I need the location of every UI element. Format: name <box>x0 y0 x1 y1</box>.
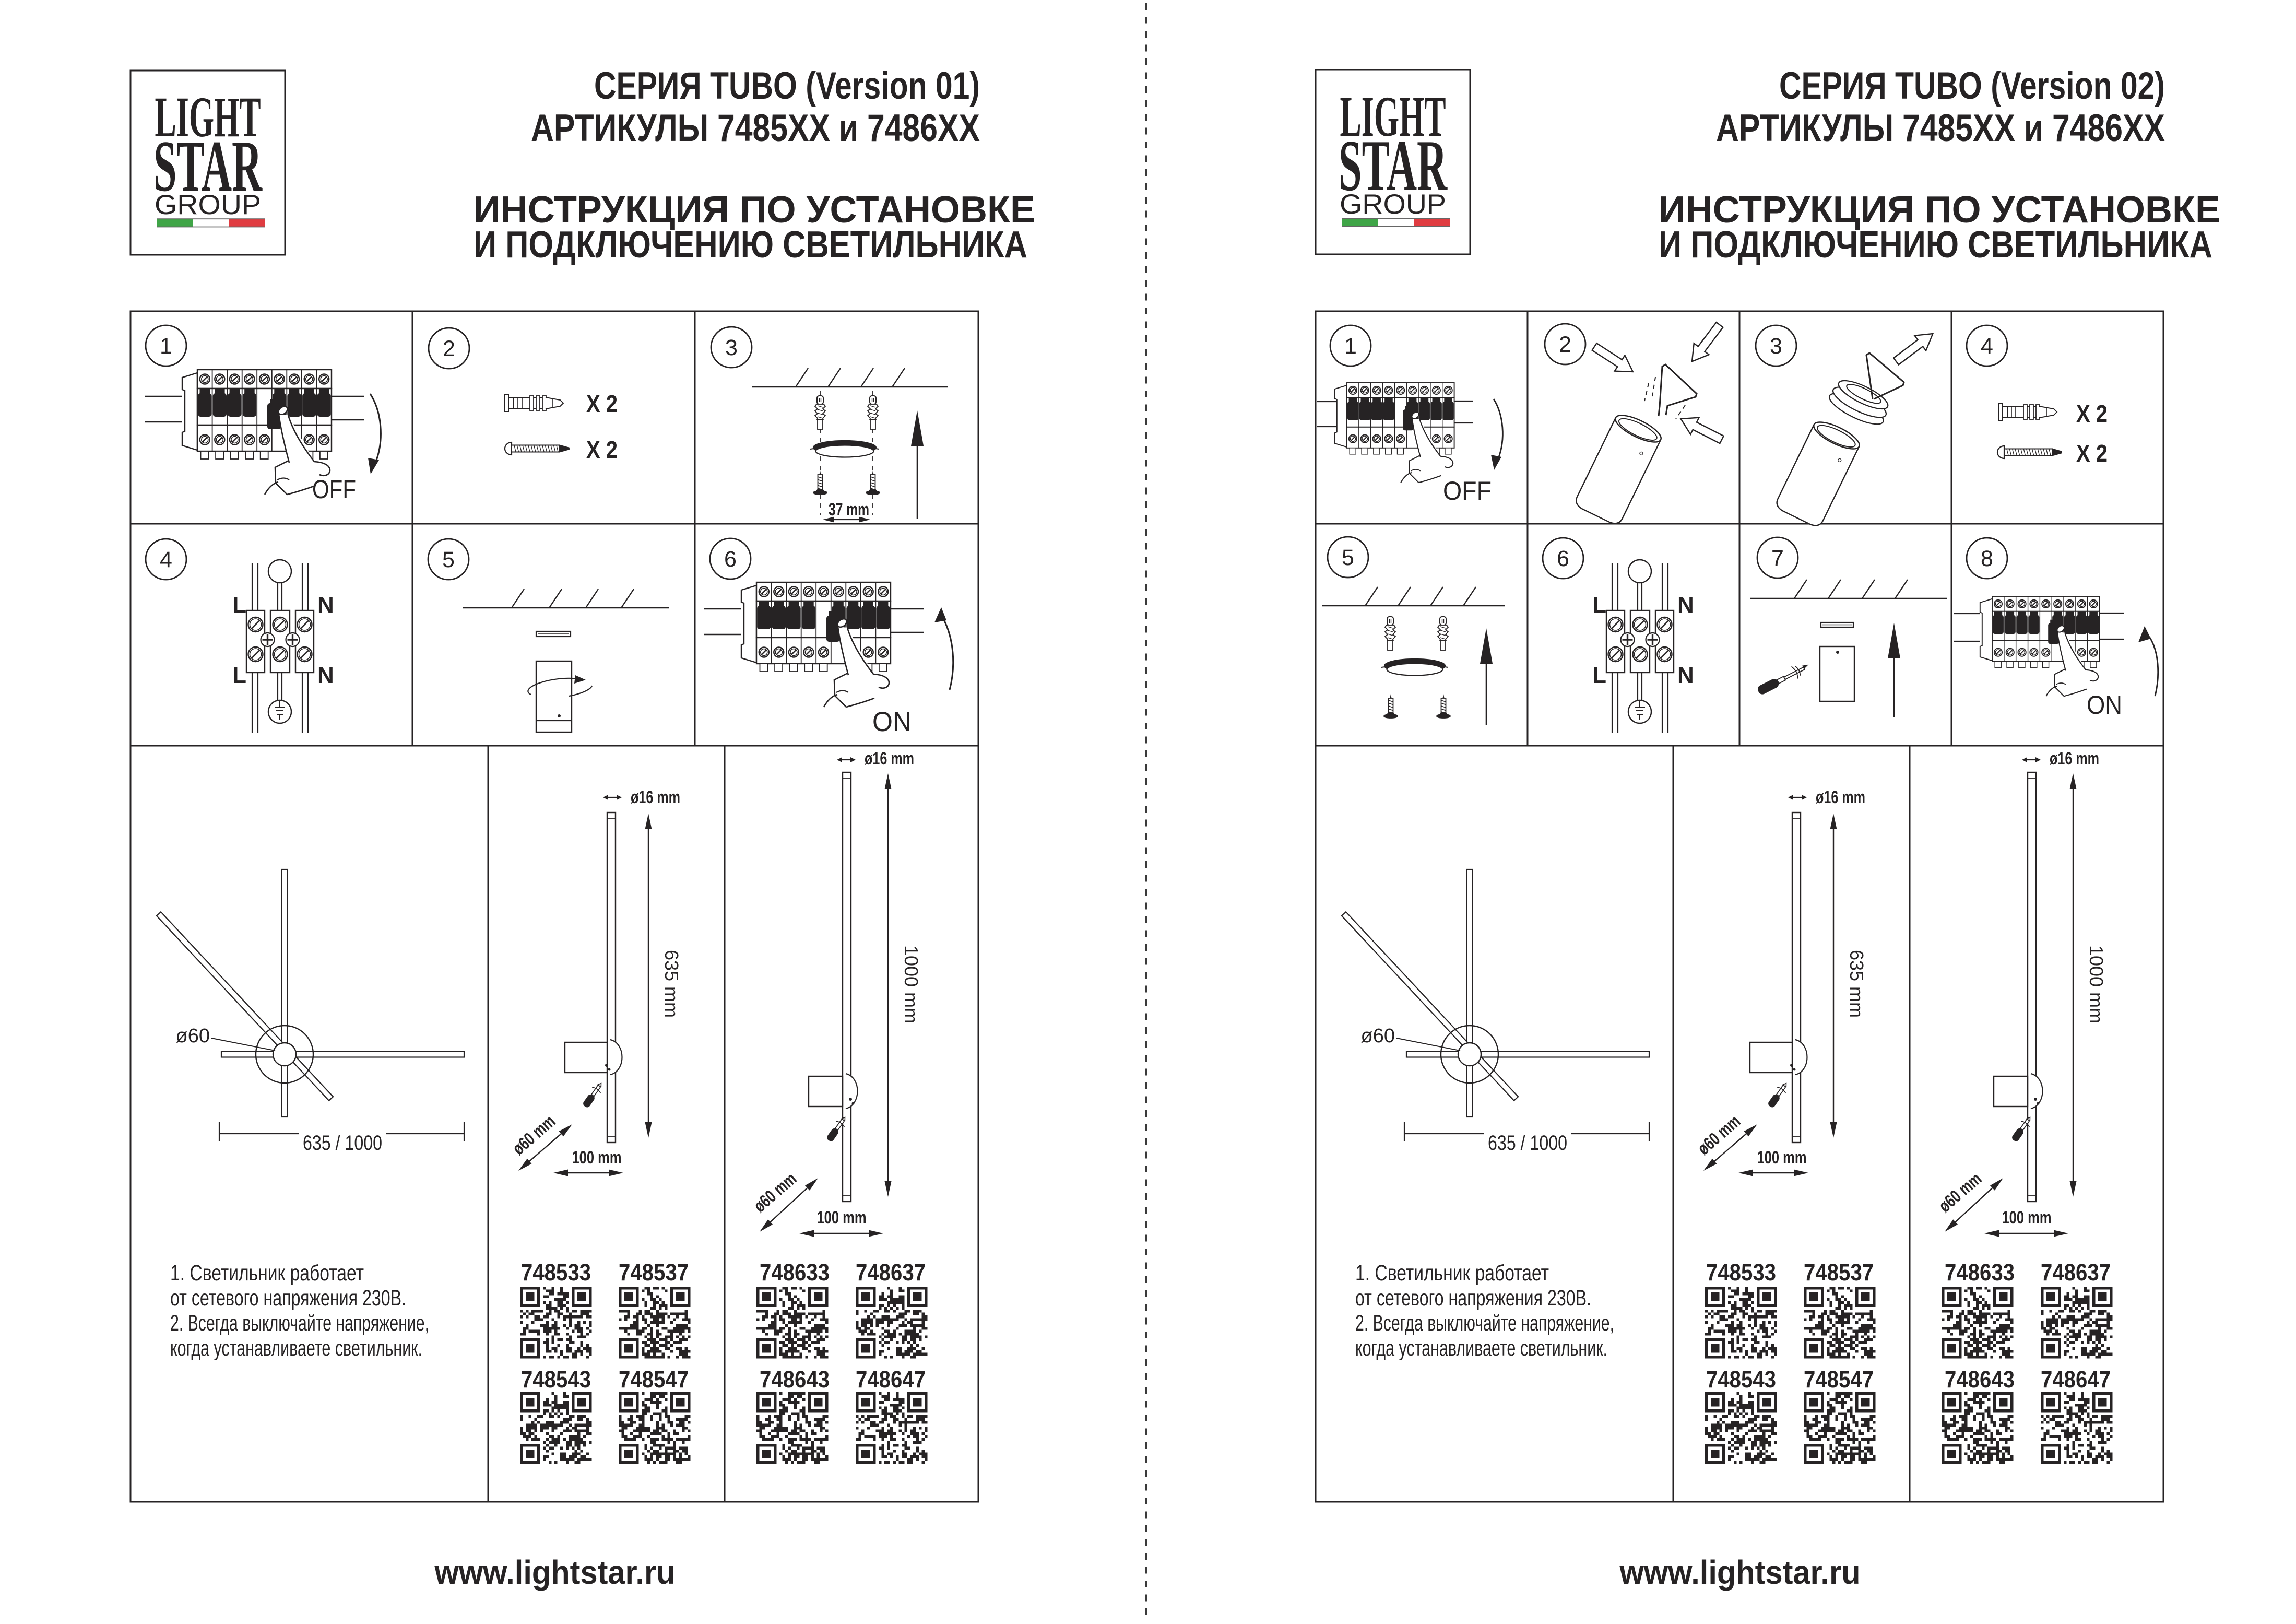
svg-text:X 2: X 2 <box>586 390 618 417</box>
svg-text:X 2: X 2 <box>2076 400 2108 427</box>
svg-text:748637: 748637 <box>856 1259 926 1286</box>
svg-text:1: 1 <box>160 334 172 359</box>
svg-text:N: N <box>1677 663 1694 688</box>
svg-text:2. Всегда выключайте напряжени: 2. Всегда выключайте напряжение, <box>170 1311 429 1336</box>
svg-text:STAR: STAR <box>153 126 263 207</box>
svg-text:5: 5 <box>442 547 455 572</box>
svg-text:ø16 mm: ø16 mm <box>1816 787 1865 807</box>
svg-text:OFF: OFF <box>1443 476 1492 505</box>
svg-text:6: 6 <box>724 547 737 572</box>
svg-text:6: 6 <box>1557 546 1569 571</box>
svg-text:7: 7 <box>1771 546 1784 571</box>
svg-text:748643: 748643 <box>1945 1366 2015 1393</box>
svg-text:OFF: OFF <box>312 475 356 504</box>
svg-text:635 mm: 635 mm <box>661 950 682 1018</box>
svg-text:5: 5 <box>1342 545 1354 570</box>
svg-text:ø16 mm: ø16 mm <box>865 749 914 769</box>
svg-text:748633: 748633 <box>760 1259 830 1286</box>
svg-text:от сетевого напряжения 230В.: от сетевого напряжения 230В. <box>1355 1286 1591 1311</box>
svg-text:748643: 748643 <box>760 1366 830 1393</box>
svg-text:ø60: ø60 <box>1361 1025 1395 1047</box>
svg-text:748537: 748537 <box>619 1259 689 1286</box>
svg-text:635 / 1000: 635 / 1000 <box>1488 1132 1567 1155</box>
svg-text:100 mm: 100 mm <box>572 1148 622 1168</box>
svg-text:635 mm: 635 mm <box>1846 950 1867 1018</box>
svg-text:СЕРИЯ TUBO (Version 02): СЕРИЯ TUBO (Version 02) <box>1779 65 2165 107</box>
svg-text:4: 4 <box>1981 334 1993 359</box>
svg-text:L: L <box>232 592 246 618</box>
svg-text:L: L <box>1592 592 1606 618</box>
svg-text:1000 mm: 1000 mm <box>901 945 922 1023</box>
svg-text:СЕРИЯ TUBO (Version 01): СЕРИЯ TUBO (Version 01) <box>594 65 980 107</box>
svg-text:748533: 748533 <box>521 1259 591 1286</box>
svg-text:1. Светильник работает: 1. Светильник работает <box>1355 1261 1549 1286</box>
svg-text:748533: 748533 <box>1706 1259 1776 1286</box>
svg-text:748547: 748547 <box>1804 1366 1874 1393</box>
svg-text:37 mm: 37 mm <box>829 500 869 520</box>
svg-text:www.lightstar.ru: www.lightstar.ru <box>434 1554 676 1591</box>
svg-text:2. Всегда выключайте напряжени: 2. Всегда выключайте напряжение, <box>1355 1311 1614 1336</box>
svg-text:от сетевого напряжения 230В.: от сетевого напряжения 230В. <box>170 1286 406 1311</box>
svg-text:8: 8 <box>1981 546 1993 571</box>
svg-text:L: L <box>1592 663 1606 688</box>
svg-text:1. Светильник работает: 1. Светильник работает <box>170 1261 364 1286</box>
svg-text:GROUP: GROUP <box>155 190 261 220</box>
svg-text:4: 4 <box>160 547 172 572</box>
svg-text:LIGHT: LIGHT <box>155 85 261 149</box>
svg-text:3: 3 <box>725 335 738 360</box>
svg-text:748647: 748647 <box>2041 1366 2111 1393</box>
svg-text:АРТИКУЛЫ 7485XX и 7486XX: АРТИКУЛЫ 7485XX и 7486XX <box>531 107 980 149</box>
svg-text:N: N <box>317 592 334 618</box>
svg-text:3: 3 <box>1770 334 1782 359</box>
svg-text:635 / 1000: 635 / 1000 <box>303 1132 382 1155</box>
svg-text:100 mm: 100 mm <box>2002 1208 2052 1228</box>
svg-text:748537: 748537 <box>1804 1259 1874 1286</box>
svg-text:1000 mm: 1000 mm <box>2086 945 2107 1023</box>
svg-text:ON: ON <box>872 707 912 737</box>
svg-text:100 mm: 100 mm <box>1757 1148 1807 1168</box>
svg-text:X 2: X 2 <box>586 436 618 463</box>
svg-text:748543: 748543 <box>521 1366 591 1393</box>
svg-text:100 mm: 100 mm <box>817 1208 867 1228</box>
svg-text:STAR: STAR <box>1339 125 1448 206</box>
svg-text:когда устанавливаете светильни: когда устанавливаете светильник. <box>1355 1336 1607 1361</box>
svg-text:И ПОДКЛЮЧЕНИЮ СВЕТИЛЬНИКА: И ПОДКЛЮЧЕНИЮ СВЕТИЛЬНИКА <box>1659 224 2212 266</box>
svg-text:2: 2 <box>1559 332 1571 357</box>
svg-text:2: 2 <box>443 336 455 361</box>
svg-text:ИНСТРУКЦИЯ ПО УСТАНОВКЕ: ИНСТРУКЦИЯ ПО УСТАНОВКЕ <box>474 189 1035 231</box>
svg-text:ø16 mm: ø16 mm <box>631 787 680 807</box>
svg-text:1: 1 <box>1344 334 1357 359</box>
svg-text:ON: ON <box>2087 690 2122 720</box>
svg-text:L: L <box>232 663 246 688</box>
svg-text:748543: 748543 <box>1706 1366 1776 1393</box>
svg-text:ø60: ø60 <box>176 1025 210 1047</box>
svg-text:748637: 748637 <box>2041 1259 2111 1286</box>
svg-text:LIGHT: LIGHT <box>1340 85 1446 148</box>
svg-text:X 2: X 2 <box>2076 440 2108 467</box>
svg-text:748547: 748547 <box>619 1366 689 1393</box>
svg-text:N: N <box>317 663 334 688</box>
svg-text:www.lightstar.ru: www.lightstar.ru <box>1619 1554 1861 1591</box>
svg-text:когда устанавливаете светильни: когда устанавливаете светильник. <box>170 1336 422 1361</box>
svg-text:748647: 748647 <box>856 1366 926 1393</box>
svg-text:ø16 mm: ø16 mm <box>2050 749 2099 769</box>
svg-text:748633: 748633 <box>1945 1259 2015 1286</box>
svg-text:GROUP: GROUP <box>1340 189 1446 220</box>
svg-text:N: N <box>1677 592 1694 618</box>
svg-text:ИНСТРУКЦИЯ ПО УСТАНОВКЕ: ИНСТРУКЦИЯ ПО УСТАНОВКЕ <box>1659 189 2220 231</box>
svg-text:И ПОДКЛЮЧЕНИЮ СВЕТИЛЬНИКА: И ПОДКЛЮЧЕНИЮ СВЕТИЛЬНИКА <box>474 224 1027 266</box>
svg-text:АРТИКУЛЫ 7485XX и 7486XX: АРТИКУЛЫ 7485XX и 7486XX <box>1716 107 2165 149</box>
